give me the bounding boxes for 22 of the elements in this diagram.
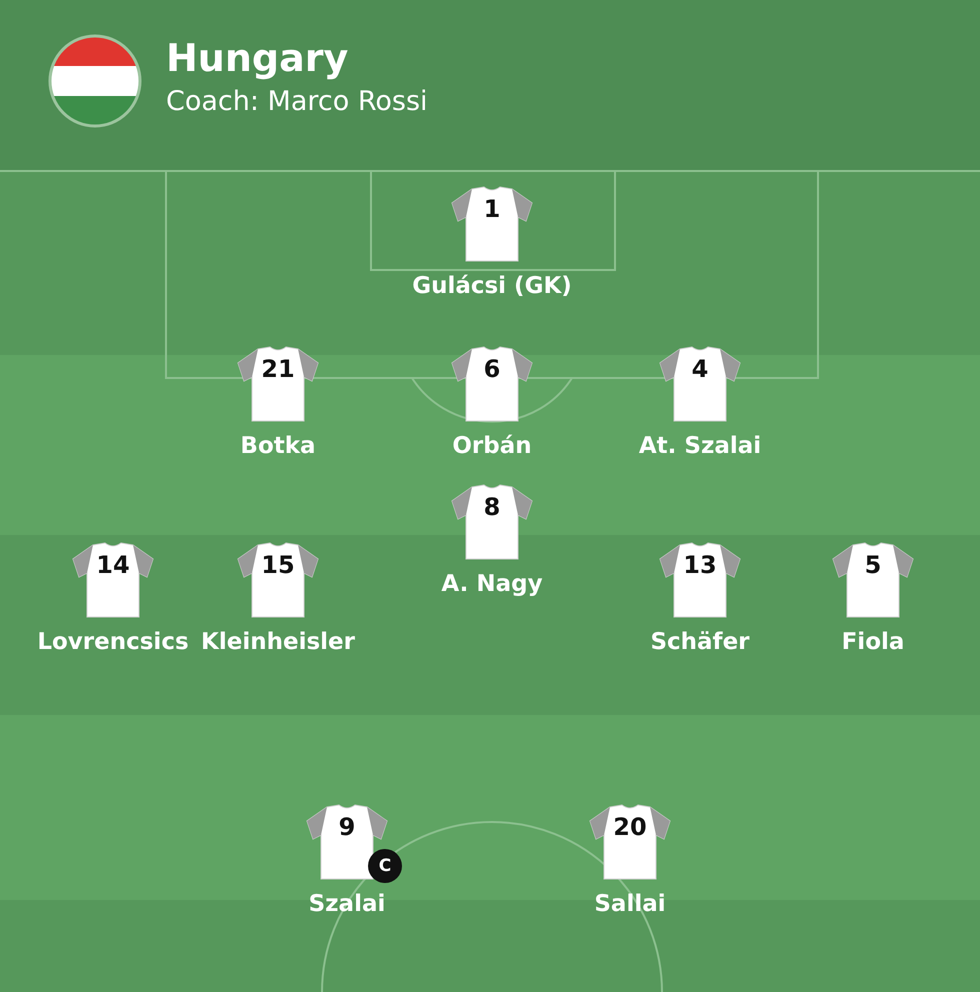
- shirt-number: 9: [338, 813, 356, 841]
- shirt-number: 1: [482, 195, 502, 223]
- player-name: Sallai: [593, 891, 667, 917]
- player-name: Fiola: [840, 629, 906, 655]
- shirt-number: 8: [482, 493, 502, 521]
- shirt-number: 21: [260, 355, 296, 383]
- player-name: A. Nagy: [440, 571, 544, 597]
- shirt-number: 14: [95, 551, 131, 579]
- player-name: Schäfer: [649, 629, 751, 655]
- player-name: Gulácsi (GK): [411, 273, 573, 299]
- player-name: Orbán: [451, 433, 533, 459]
- player-name: Szalai: [308, 891, 386, 917]
- player-name: Botka: [239, 433, 317, 459]
- shirt-number: 5: [864, 551, 882, 579]
- shirt-number: 4: [690, 355, 710, 383]
- player-name: At. Szalai: [638, 433, 762, 459]
- shirt-number: 15: [260, 551, 296, 579]
- shirt-number: 20: [612, 813, 648, 841]
- coach-name: Coach: Marco Rossi: [166, 86, 428, 117]
- team-name: Hungary: [166, 36, 348, 80]
- shirt-number: 6: [482, 355, 502, 383]
- shirt-number: 13: [682, 551, 718, 579]
